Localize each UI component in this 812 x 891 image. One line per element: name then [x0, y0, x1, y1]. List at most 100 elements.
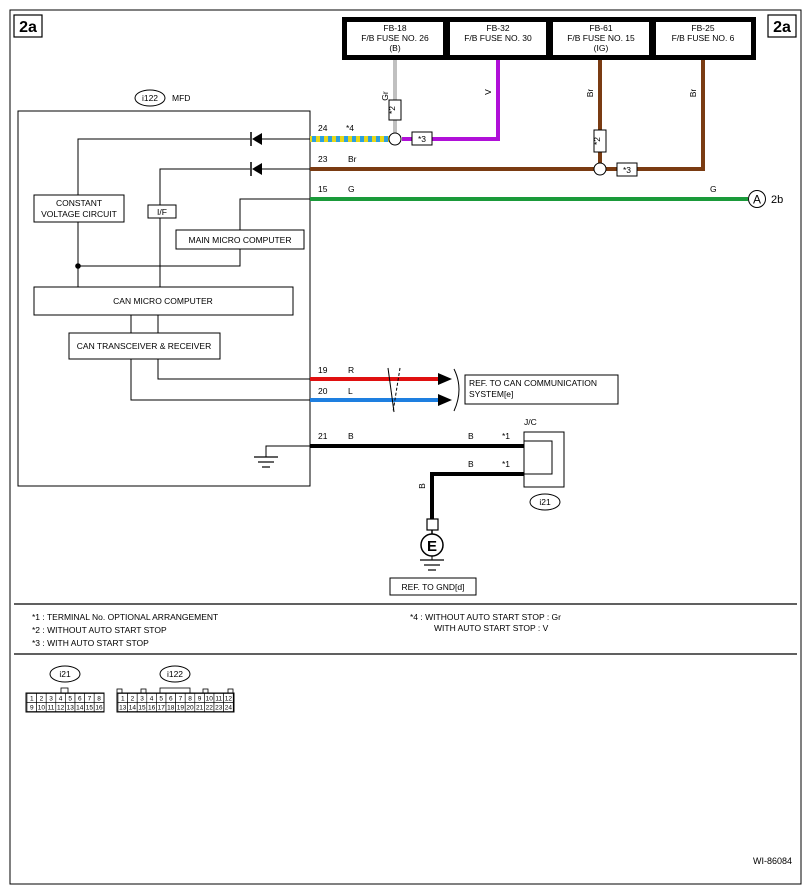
svg-text:(IG): (IG) — [594, 43, 609, 53]
wire-v — [431, 60, 500, 141]
block-interface: I/F — [147, 204, 177, 219]
pin-number: 14 — [129, 705, 137, 712]
svg-text:FB-61: FB-61 — [589, 23, 612, 33]
pin-number: 12 — [57, 705, 65, 712]
star3-box-a — [411, 131, 433, 146]
svg-text:FB-18: FB-18 — [383, 23, 406, 33]
pin-number: 5 — [68, 696, 72, 703]
pin-number: 11 — [215, 696, 222, 703]
mfd-unit: i122 MFD CONSTANT VOLTAGE CIRCUIT — [17, 89, 311, 487]
pin-number: 7 — [88, 696, 92, 703]
page-tag-right: 2a — [767, 14, 797, 38]
pin-number: 10 — [38, 705, 46, 712]
mfd-connector-badge — [134, 89, 166, 107]
pin-number: 4 — [150, 696, 154, 703]
svg-text:VOLTAGE CIRCUIT: VOLTAGE CIRCUIT — [41, 209, 117, 219]
page-tag-left: 2a — [13, 14, 43, 38]
svg-text:FB-32: FB-32 — [486, 23, 509, 33]
splice-23 — [593, 162, 607, 176]
ground-icon — [254, 445, 310, 468]
document-id: WI-86084 — [753, 856, 792, 866]
pin-number: 7 — [179, 696, 183, 703]
block-constant-voltage: CONSTANT VOLTAGE CIRCUIT — [33, 194, 125, 223]
pin-number: 13 — [119, 705, 127, 712]
fuse-fb61: FB-61 F/B FUSE NO. 15 (IG) — [567, 23, 635, 53]
block-can-micro: CAN MICRO COMPUTER — [33, 286, 294, 316]
pin-23-label: 23 — [318, 154, 328, 164]
svg-text:*1: *1 — [502, 459, 510, 469]
pin-number: 5 — [159, 696, 163, 703]
pin-number: 6 — [169, 696, 173, 703]
svg-text:A: A — [753, 193, 761, 207]
diode-icon — [250, 162, 262, 176]
svg-text:R: R — [348, 365, 354, 375]
pin-number: 12 — [225, 696, 233, 703]
svg-text:E: E — [427, 538, 437, 555]
svg-text:F/B FUSE NO. 15: F/B FUSE NO. 15 — [567, 33, 635, 43]
block-can-transceiver: CAN TRANSCEIVER & RECEIVER — [68, 332, 221, 360]
svg-text:CONSTANT: CONSTANT — [56, 198, 102, 208]
wire-pin24 — [310, 136, 389, 142]
pin-number: 16 — [95, 705, 103, 712]
svg-text:J/C: J/C — [524, 417, 537, 427]
svg-text:Br: Br — [348, 154, 357, 164]
pin-wires: 24 *4 23 Br 15 G G A 2b 19 R 20 L — [310, 123, 783, 519]
svg-text:CAN MICRO COMPUTER: CAN MICRO COMPUTER — [113, 296, 213, 306]
pin-number: 19 — [177, 705, 185, 712]
pin-number: 18 — [167, 705, 175, 712]
pin-number: 6 — [78, 696, 82, 703]
svg-text:B: B — [417, 483, 427, 489]
diode-icon — [250, 132, 262, 146]
svg-text:2a: 2a — [19, 19, 37, 36]
svg-text:F/B FUSE NO. 26: F/B FUSE NO. 26 — [361, 33, 429, 43]
label-br-1: Br — [585, 89, 595, 98]
star2-box-a — [388, 99, 402, 121]
svg-text:F/B FUSE NO. 30: F/B FUSE NO. 30 — [464, 33, 532, 43]
svg-text:REF. TO CAN COMMUNICATION: REF. TO CAN COMMUNICATION — [469, 378, 597, 388]
svg-text:*2: *2 — [592, 137, 602, 145]
pin-19-label: 19 — [318, 365, 328, 375]
page-frame — [9, 9, 802, 885]
mfd-label: MFD — [172, 93, 190, 103]
pin-number: 13 — [67, 705, 75, 712]
svg-text:*2 : WITHOUT AUTO START STOP: *2 : WITHOUT AUTO START STOP — [32, 625, 167, 635]
pin-20-label: 20 — [318, 386, 328, 396]
svg-text:REF. TO GND[d]: REF. TO GND[d] — [402, 582, 465, 592]
svg-text:CAN TRANSCEIVER & RECEIVER: CAN TRANSCEIVER & RECEIVER — [77, 341, 211, 351]
pin-number: 23 — [215, 705, 223, 712]
pin-number: 22 — [206, 705, 214, 712]
fuse-fb25: FB-25 F/B FUSE NO. 6 — [672, 23, 735, 43]
svg-text:*1: *1 — [502, 431, 510, 441]
pin-number: 21 — [196, 705, 204, 712]
svg-text:*2: *2 — [387, 106, 397, 114]
label-v: V — [483, 89, 493, 95]
pin-cell — [93, 702, 105, 712]
svg-text:L: L — [348, 386, 353, 396]
pin-number: 4 — [59, 696, 63, 703]
svg-text:MAIN MICRO COMPUTER: MAIN MICRO COMPUTER — [189, 235, 292, 245]
svg-text:FB-25: FB-25 — [691, 23, 714, 33]
pin-15-label: 15 — [318, 184, 328, 194]
svg-text:*1 : TERMINAL No. OPTIONAL AR: *1 : TERMINAL No. OPTIONAL ARRANGEMENT — [32, 612, 218, 622]
svg-text:B: B — [468, 431, 474, 441]
svg-text:SYSTEM[e]: SYSTEM[e] — [469, 389, 513, 399]
svg-text:G: G — [710, 184, 717, 194]
ref-can-box: REF. TO CAN COMMUNICATION SYSTEM[e] — [464, 374, 619, 405]
wire-ground-b — [430, 472, 524, 519]
svg-text:F/B FUSE NO. 6: F/B FUSE NO. 6 — [672, 33, 735, 43]
svg-text:*4: *4 — [346, 123, 354, 133]
ref-gnd-box: REF. TO GND[d] — [389, 577, 477, 596]
pin-number: 8 — [188, 696, 192, 703]
pin-number: 11 — [48, 705, 55, 712]
pin-number: 1 — [121, 696, 125, 703]
svg-text:G: G — [348, 184, 355, 194]
fuse-box: FB-18 F/B FUSE NO. 26 (B) FB-32 F/B FUSE… — [342, 17, 756, 60]
svg-text:WITH AUTO START STOP : V: WITH AUTO START STOP : V — [434, 623, 549, 633]
svg-text:i21: i21 — [59, 669, 71, 679]
arrow-icon — [438, 373, 452, 385]
pin-number: 15 — [138, 705, 146, 712]
pin-number: 8 — [97, 696, 101, 703]
